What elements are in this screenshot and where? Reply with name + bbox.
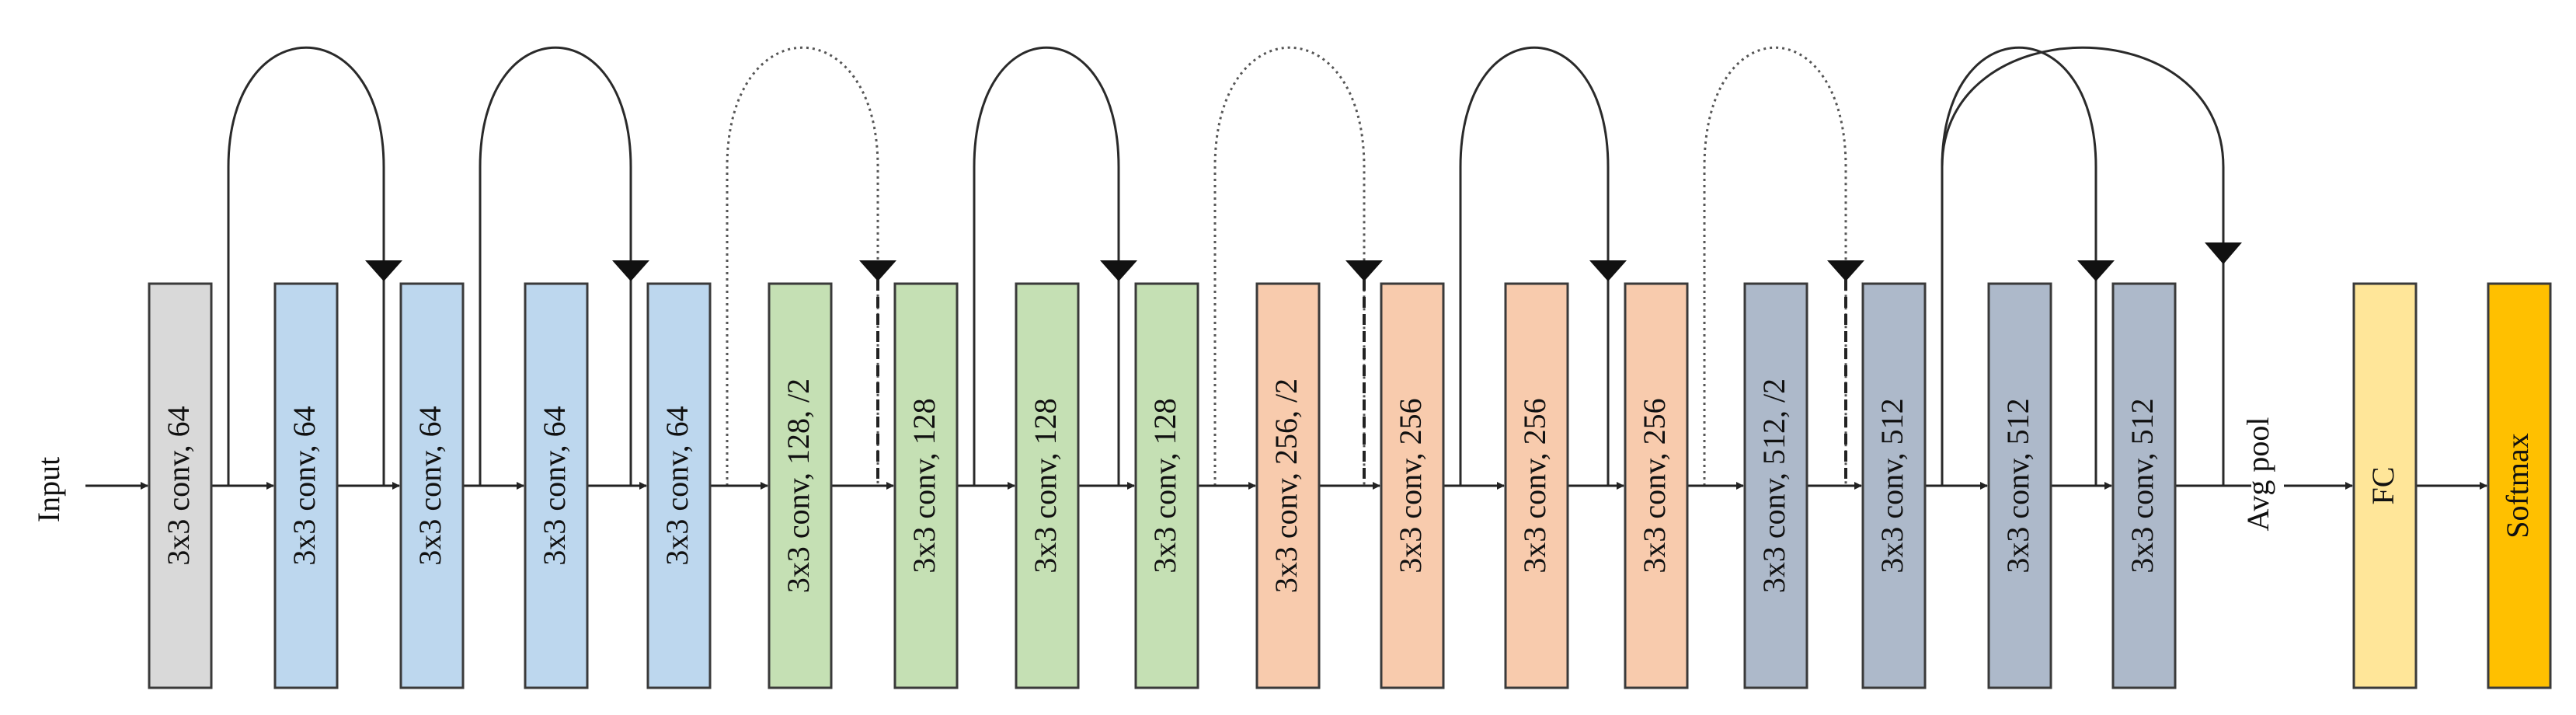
- skip-arrowhead: [2077, 260, 2115, 281]
- layer-label: 3x3 conv, 512: [2125, 398, 2160, 573]
- layer-block: 3x3 conv, 256: [1624, 282, 1689, 689]
- layer-block: 3x3 conv, 64: [273, 282, 339, 689]
- layer-blocks: 3x3 conv, 64 3x3 conv, 64 3x3 conv, 64 3x3 …: [148, 282, 2552, 689]
- skip-arrowhead: [1589, 260, 1627, 281]
- layer-block: 3x3 conv, 128: [1015, 282, 1080, 689]
- layer-block: FC: [2352, 282, 2418, 689]
- layer-box: [893, 282, 959, 689]
- layer-block: 3x3 conv, 256: [1380, 282, 1445, 689]
- layer-block: 3x3 conv, 512: [2111, 282, 2177, 689]
- layer-label: 3x3 conv, 512: [1875, 398, 1909, 573]
- layer-label: 3x3 conv, 64: [413, 406, 447, 565]
- layer-label: 3x3 conv, 64: [537, 406, 572, 565]
- layer-box: [1743, 282, 1808, 689]
- layer-label: 3x3 conv, 64: [161, 406, 196, 565]
- layer-label: 3x3 conv, 128: [1147, 398, 1182, 573]
- input-label: Input: [31, 457, 66, 522]
- layer-box: [1134, 282, 1199, 689]
- avg-pool-label: Avg pool: [2240, 417, 2275, 531]
- layer-label: 3x3 conv, 256: [1393, 398, 1428, 573]
- skip-connections: [227, 46, 2242, 486]
- layer-box: [2487, 282, 2552, 689]
- layer-block: 3x3 conv, 128, /2: [768, 282, 833, 689]
- skip-connection: [227, 46, 385, 486]
- layer-box: [1987, 282, 2052, 689]
- layer-box: [1624, 282, 1689, 689]
- layer-label: 3x3 conv, 64: [660, 406, 694, 565]
- skip-connection: [1703, 46, 1847, 486]
- layer-label: 3x3 conv, 128: [1028, 398, 1063, 573]
- layer-box: [148, 282, 213, 689]
- layer-block: 3x3 conv, 64: [646, 282, 712, 689]
- layer-label: 3x3 conv, 512: [2000, 398, 2035, 573]
- layer-box: [2352, 282, 2418, 689]
- layer-block: 3x3 conv, 512: [1987, 282, 2052, 689]
- skip-arrowhead: [612, 260, 649, 281]
- layer-box: [1015, 282, 1080, 689]
- layer-block: 3x3 conv, 128: [1134, 282, 1199, 689]
- skip-connection: [1459, 46, 1610, 486]
- layer-box: [524, 282, 589, 689]
- layer-label: 3x3 conv, 128, /2: [781, 378, 816, 593]
- layer-box: [2111, 282, 2177, 689]
- layer-label: 3x3 conv, 128: [907, 398, 942, 573]
- layer-box: [1861, 282, 1927, 689]
- layer-box: [1380, 282, 1445, 689]
- skip-arrowhead: [365, 260, 402, 281]
- layer-box: [273, 282, 339, 689]
- layer-block: 3x3 conv, 128: [893, 282, 959, 689]
- layer-label: 3x3 conv, 256: [1637, 398, 1672, 573]
- layer-block: 3x3 conv, 512: [1861, 282, 1927, 689]
- skip-connection: [1941, 46, 2225, 486]
- skip-arrowhead: [859, 260, 896, 281]
- layer-block: 3x3 conv, 64: [524, 282, 589, 689]
- skip-arrowhead: [2205, 242, 2242, 264]
- layer-box: [399, 282, 465, 689]
- layer-block: 3x3 conv, 64: [399, 282, 465, 689]
- skip-arrowhead: [1827, 260, 1864, 281]
- skip-connection: [973, 46, 1120, 486]
- skip-connection: [1941, 46, 2097, 486]
- skip-connection: [726, 46, 879, 486]
- layer-block: 3x3 conv, 64: [148, 282, 213, 689]
- layer-box: [768, 282, 833, 689]
- layer-box: [646, 282, 712, 689]
- layer-label: 3x3 conv, 256: [1517, 398, 1552, 573]
- layer-label: 3x3 conv, 512, /2: [1756, 378, 1791, 593]
- layer-label: Softmax: [2500, 433, 2535, 539]
- layer-label: 3x3 conv, 256, /2: [1269, 378, 1304, 593]
- layer-block: 3x3 conv, 256, /2: [1255, 282, 1321, 689]
- skip-connection: [479, 46, 632, 486]
- skip-arrowhead: [1100, 260, 1137, 281]
- layer-block: Softmax: [2487, 282, 2552, 689]
- layer-label: 3x3 conv, 64: [287, 406, 322, 565]
- layer-box: [1255, 282, 1321, 689]
- layer-label: FC: [2365, 467, 2400, 505]
- layer-box: [1504, 282, 1569, 689]
- skip-connection: [1213, 46, 1366, 486]
- layer-block: 3x3 conv, 256: [1504, 282, 1569, 689]
- skip-arrowhead: [1345, 260, 1383, 281]
- layer-block: 3x3 conv, 512, /2: [1743, 282, 1808, 689]
